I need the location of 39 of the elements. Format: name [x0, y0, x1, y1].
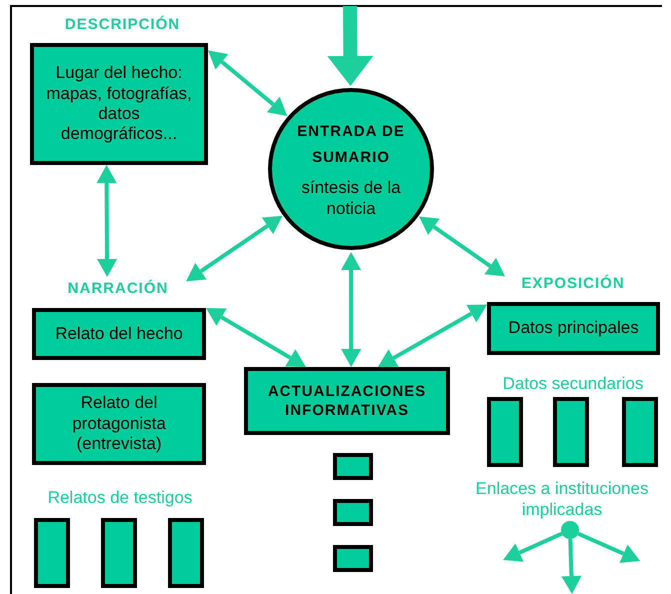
section-heading: EXPOSICIÓN [505, 272, 641, 294]
arrow [186, 216, 282, 282]
circle-heading: ENTRADA DE SUMARIO [296, 122, 406, 168]
arrow [206, 308, 306, 367]
empty-box [101, 518, 137, 588]
empty-box [553, 397, 589, 467]
box-text: Lugar del hecho: mapas, fotografías, datos demográficos... [45, 63, 193, 145]
junction-dot [561, 521, 579, 539]
empty-box [168, 518, 204, 588]
process-box [487, 302, 660, 355]
box-text: ACTUALIZACIONES INFORMATIVAS [266, 382, 428, 420]
empty-box [333, 545, 373, 572]
arrow [341, 252, 362, 367]
empty-box [622, 397, 658, 467]
arrow [327, 6, 374, 86]
empty-box [333, 453, 373, 480]
process-box [30, 43, 208, 165]
box-text: Relato del protagonista (entrevista) [71, 393, 167, 455]
group-caption: Enlaces a instituciones implicadas [474, 478, 650, 520]
process-box [32, 308, 206, 360]
arrow [96, 165, 118, 277]
arrow [208, 50, 288, 116]
section-heading: DESCRIPCIÓN [55, 13, 190, 35]
circle-text: síntesis de la noticia [300, 177, 402, 220]
process-box [244, 367, 450, 435]
empty-box [34, 518, 70, 588]
empty-box [333, 499, 373, 526]
box-text: Datos principales [508, 318, 639, 339]
box-text: Relato del hecho [55, 324, 183, 344]
arrow [378, 304, 487, 367]
arrow [503, 532, 563, 562]
section-heading: NARRACIÓN [50, 277, 186, 299]
arrow [561, 538, 582, 594]
arrow [577, 532, 640, 563]
empty-box [487, 397, 523, 467]
process-box [32, 383, 206, 465]
group-caption: Datos secundarios [502, 373, 644, 394]
arrow [419, 216, 505, 276]
group-caption: Relatos de testigos [46, 487, 194, 508]
